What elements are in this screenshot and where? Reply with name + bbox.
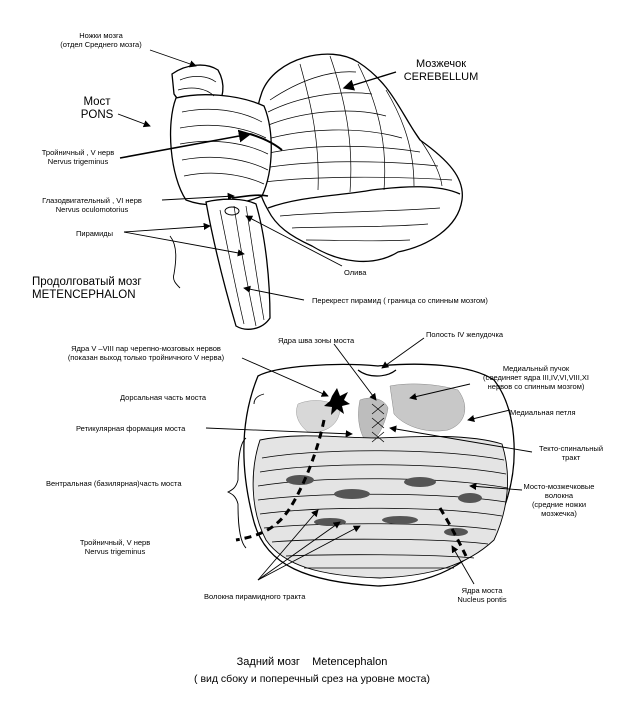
label-pyramidal-tract-fibers: Волокна пирамидного тракта xyxy=(204,592,306,601)
label-pontocerebellar-fibers: Мосто-мозжечковые волокна (средние ножки… xyxy=(514,482,604,518)
label-line: (показан выход только тройничного V нерв… xyxy=(67,353,225,362)
braces xyxy=(169,235,265,549)
label-line: нервов со спинным мозгом) xyxy=(487,382,585,391)
figure-caption-subtitle: ( вид сбоку и поперечный срез на уровне … xyxy=(194,673,430,685)
label-trigeminal-nerve-section: Тройничный, V нерв Nervus trigeminus xyxy=(70,538,160,556)
label-cerebellum: Мозжечок CEREBELLUM xyxy=(386,58,496,84)
label-line: (соединяет ядра III,IV,VI,VIII,XI xyxy=(483,373,589,382)
label-line: Nervus trigeminus xyxy=(84,547,146,556)
label-pontine-nuclei: Ядра моста Nucleus pontis xyxy=(450,586,514,604)
label-reticular-formation: Ретикулярная формация моста xyxy=(76,424,186,433)
label-cranial-nerve-nuclei: Ядра V –VIII пар черепно-мозговых нервов… xyxy=(56,344,236,362)
label-line: CEREBELLUM xyxy=(403,71,479,83)
label-line: Тройничный , V нерв xyxy=(41,148,115,157)
label-line: мозжечка) xyxy=(541,509,577,518)
label-line: Ядра моста xyxy=(461,586,503,595)
label-line: Nervus oculomotorius xyxy=(55,205,129,214)
label-line: волокна xyxy=(544,491,574,500)
label-line: Глазодвигательный , VI нерв xyxy=(42,196,142,205)
label-ventral-pons: Вентральная (базилярная)часть моста xyxy=(46,479,182,488)
label-fourth-ventricle: Полость IV желудочка xyxy=(426,330,504,339)
pons-section-drawing xyxy=(243,363,515,587)
label-pyramids: Пирамиды xyxy=(76,229,114,238)
label-trigeminal-nerve-lateral: Тройничный , V нерв Nervus trigeminus xyxy=(28,148,128,166)
label-line: Тройничный, V нерв xyxy=(79,538,151,547)
label-abducens-nerve: Глазодвигательный , VI нерв Nervus oculo… xyxy=(26,196,158,214)
caption-title-lat: Metencephalon xyxy=(312,656,388,668)
label-dorsal-pons: Дорсальная часть моста xyxy=(120,393,207,402)
label-line: Мост xyxy=(83,96,111,108)
label-line: (отдел Среднего мозга) xyxy=(60,40,142,49)
label-pyramidal-decussation: Перекрест пирамид ( граница со спинным м… xyxy=(312,296,488,305)
label-line: Nucleus pontis xyxy=(457,595,507,604)
label-raphe-nuclei: Ядра шва зоны моста xyxy=(278,336,355,345)
label-line: Мосто-мозжечковые xyxy=(523,482,595,491)
figure-caption-title: Задний мозг Metencephalon xyxy=(0,655,624,669)
caption-title-ru: Задний мозг xyxy=(236,656,300,668)
label-line: Медиальный пучок xyxy=(502,364,570,373)
label-medulla: Продолговатый мозг METENCEPHALON xyxy=(32,276,142,302)
label-cerebral-peduncles: Ножки мозга (отдел Среднего мозга) xyxy=(46,31,156,49)
label-line: Nervus trigeminus xyxy=(47,157,109,166)
label-line: Ядра V –VIII пар черепно-мозговых нервов xyxy=(71,344,221,353)
raphe-hatch xyxy=(371,403,385,443)
dashed-tracts xyxy=(235,419,468,557)
label-line: Продолговатый мозг xyxy=(32,276,142,288)
label-line: Ножки мозга xyxy=(79,31,123,40)
label-medial-longitudinal-fasciculus: Медиальный пучок (соединяет ядра III,IV,… xyxy=(470,364,602,391)
label-line: PONS xyxy=(80,109,114,121)
label-line: тракт xyxy=(561,453,581,462)
label-line: Текто-спинальный xyxy=(538,444,604,453)
label-line: Мозжечок xyxy=(415,58,467,70)
label-line: (средние ножки xyxy=(531,500,587,509)
cerebellum-folia xyxy=(263,55,453,242)
brainstem-striations xyxy=(177,76,283,327)
leader-lines xyxy=(117,49,533,585)
label-pons: Мост PONS xyxy=(72,96,122,122)
label-olive: Олива xyxy=(344,268,367,277)
label-medial-lemniscus: Медиальная петля xyxy=(510,408,576,417)
label-tectospinal-tract: Текто-спинальный тракт xyxy=(530,444,612,462)
label-line: METENCEPHALON xyxy=(32,289,136,301)
